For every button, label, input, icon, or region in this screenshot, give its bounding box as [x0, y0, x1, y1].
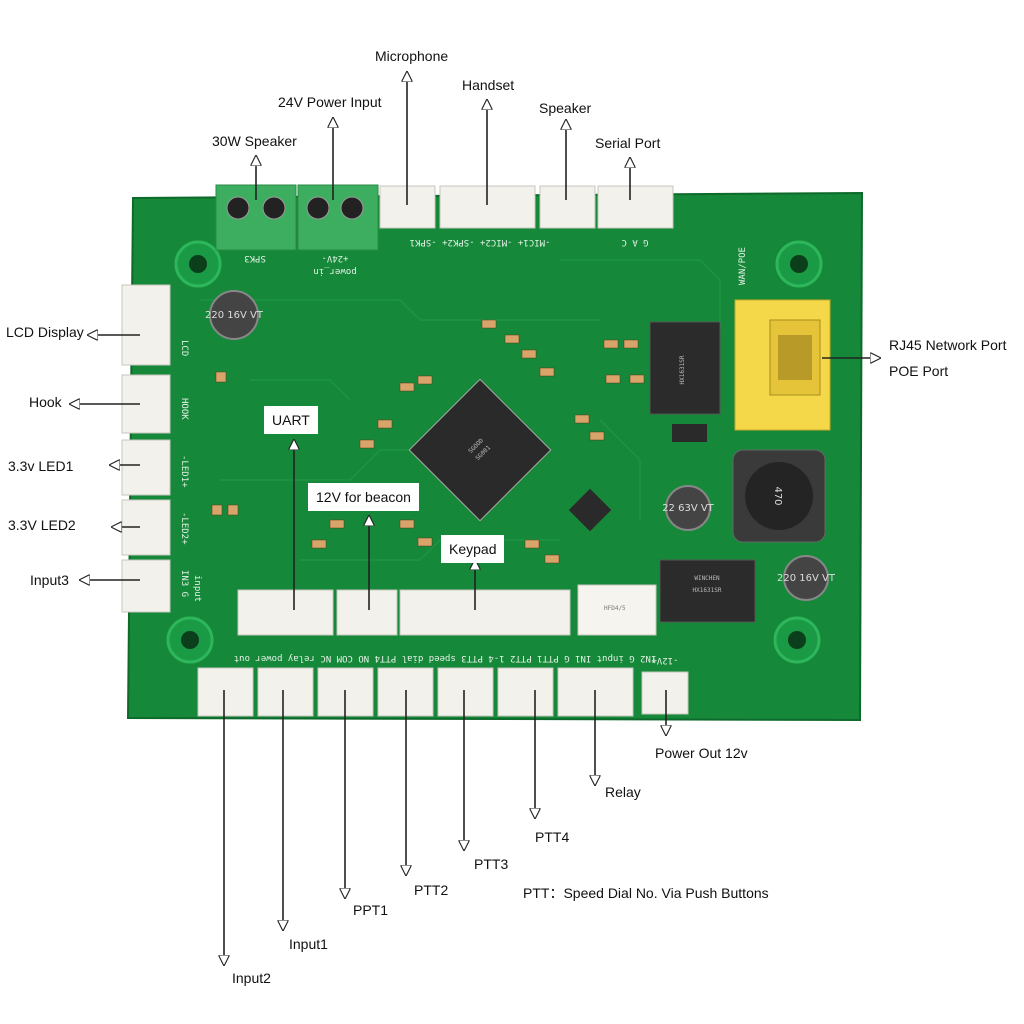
silkscreen: SPK3 +24V- power_in -MIC1+ -MIC2+ -SPK2+… [179, 237, 748, 665]
label-serial-port: Serial Port [595, 135, 661, 151]
cap2-text: 22 63V VT [662, 503, 714, 514]
silk-led2: -LED2+ [179, 512, 189, 545]
silk-lcd: LCD [179, 340, 189, 356]
top-connectors [379, 185, 674, 229]
silk-spk3: SPK3 [244, 253, 266, 263]
inductor-value: 470 [772, 486, 783, 505]
mounting-holes [166, 240, 823, 664]
label-power-out: Power Out 12v [655, 745, 748, 761]
label-lcd-display: LCD Display [6, 324, 84, 340]
label-ptt2: PTT2 [414, 882, 449, 898]
transformer-part-text: HX1631SR [679, 355, 686, 384]
silk-power-in: power_in [313, 266, 356, 276]
silk-wan: WAN/POE [738, 247, 748, 285]
label-ppt1: PPT1 [353, 902, 389, 918]
label-input1: Input1 [289, 936, 328, 952]
label-uart: UART [264, 406, 318, 434]
label-beacon: 12V for beacon [308, 483, 419, 511]
cap1-text: 220 16V VT [205, 310, 264, 321]
label-led1: 3.3v LED1 [8, 458, 74, 474]
rj45-jack [734, 299, 831, 431]
silk-mic: -MIC1+ -MIC2+ -SPK2+ -SPK1 [410, 237, 551, 247]
silk-in3: IN3 G [179, 570, 189, 597]
left-connectors [121, 284, 171, 613]
label-speaker-30w: 30W Speaker [212, 133, 297, 149]
label-hook: Hook [29, 394, 62, 410]
label-ptt3: PTT3 [474, 856, 509, 872]
silk-hook: HOOK [179, 398, 189, 420]
silk-led1: -LED1+ [179, 455, 189, 488]
label-keypad: Keypad [441, 535, 505, 563]
middle-connectors [237, 589, 571, 636]
relay-component: HFD4/5 [577, 584, 657, 636]
label-handset: Handset [462, 77, 515, 93]
silk-input: input [192, 575, 202, 602]
label-poe: POE Port [889, 363, 949, 379]
label-input3: Input3 [30, 572, 69, 588]
capacitors: 220 16V VT 22 63V VT 220 16V VT [205, 290, 836, 601]
label-microphone: Microphone [375, 48, 449, 64]
label-ptt4: PTT4 [535, 829, 570, 845]
diode [672, 424, 707, 442]
label-note: PTT：Speed Dial No. Via Push Buttons [523, 885, 769, 901]
silk-plus12: -12V+ [651, 655, 679, 665]
label-input2: Input2 [232, 970, 271, 986]
callout-arrows [70, 72, 880, 965]
label-rj45: RJ45 Network Port [889, 337, 1007, 353]
silk-bottom: IN2 G input IN1 G PTT1 PTT2 1-4 PTT3 spe… [234, 653, 657, 663]
smd-components [211, 319, 645, 564]
power-inductor: 470 [732, 449, 826, 543]
relay-part-text: HFD4/5 [604, 605, 626, 612]
silk-plus24: +24V- [321, 253, 348, 263]
poe-transformer: WINCHEN HX1631SR [659, 559, 756, 623]
mcu-chip: SGOOD SG081 [408, 378, 552, 522]
label-speaker: Speaker [539, 100, 592, 116]
bottom-connectors [197, 667, 689, 717]
poe-transformer-brand: WINCHEN [694, 575, 720, 582]
label-led2: 3.3V LED2 [8, 517, 76, 533]
label-power-input-24v: 24V Power Input [278, 94, 382, 110]
poe-transformer-part: HX1631SR [693, 587, 722, 594]
cap3-text: 220 16V VT [777, 573, 836, 584]
label-relay: Relay [605, 784, 641, 800]
silk-gac: G A C [621, 237, 648, 247]
network-transformer: HX1631SR [649, 321, 721, 415]
